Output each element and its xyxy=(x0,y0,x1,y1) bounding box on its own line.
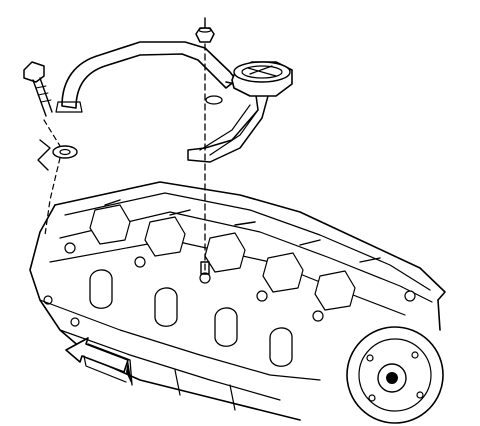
nut xyxy=(195,27,215,43)
flywheel-hub xyxy=(346,326,444,424)
front-direction-arrow xyxy=(65,337,133,386)
bolt xyxy=(23,61,53,117)
oil-fill-tube xyxy=(55,41,269,163)
washer xyxy=(52,145,78,159)
cylinder-head xyxy=(29,181,446,421)
oil-fill-cap-neck xyxy=(231,61,293,97)
